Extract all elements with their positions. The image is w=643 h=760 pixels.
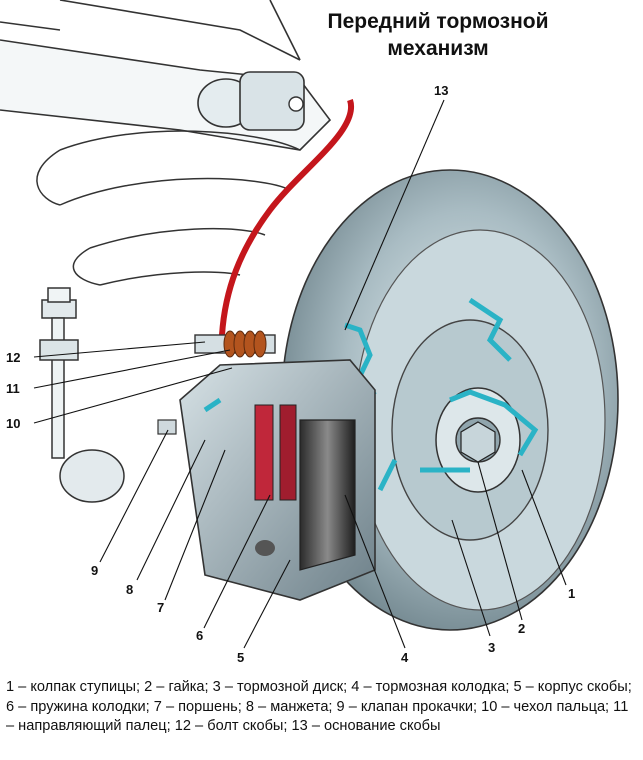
guide-pin [194, 330, 276, 358]
callout-1: 1 [568, 586, 575, 601]
callout-6: 6 [196, 628, 203, 643]
hub-assembly [420, 387, 539, 493]
caliper-body [179, 359, 376, 601]
callout-8: 8 [126, 582, 133, 597]
callout-7: 7 [157, 600, 164, 615]
callout-4: 4 [401, 650, 409, 665]
brake-mechanism-illustration: 1 2 3 4 5 6 7 8 9 10 11 12 13 [0, 0, 619, 665]
legend-caption: 1 – колпак ступицы; 2 – гайка; 3 – тормо… [6, 679, 632, 734]
callout-3: 3 [488, 640, 495, 655]
callout-9: 9 [91, 563, 98, 578]
callout-13: 13 [434, 83, 448, 98]
title-line-1: Передний тормозной [327, 10, 549, 33]
title-line-2: механизм [387, 37, 489, 60]
brake-hose [219, 99, 355, 336]
bleed-valve [157, 397, 222, 435]
stabilizer-bushing [197, 71, 305, 131]
callout-5: 5 [237, 650, 244, 665]
callout-10: 10 [6, 416, 20, 431]
stabilizer-link [39, 287, 125, 503]
section-cut-line-upper [468, 297, 512, 362]
coil-spring [36, 130, 301, 286]
callout-2: 2 [518, 621, 525, 636]
leader-lines [33, 99, 567, 649]
callout-11: 11 [6, 381, 20, 396]
callout-12: 12 [6, 350, 20, 365]
diagram-title: Передний тормозной механизм [293, 8, 583, 62]
